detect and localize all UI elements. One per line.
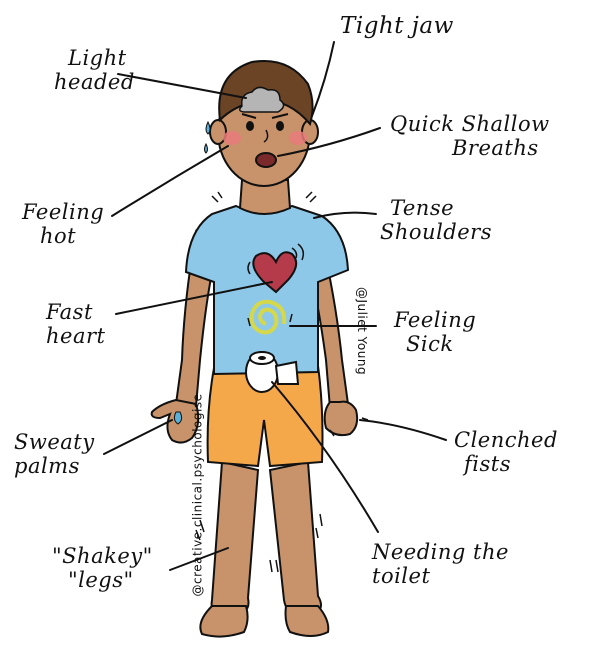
left-foot [200,606,247,637]
pointer-sweaty-palms [104,420,172,454]
pointer-feeling-hot [112,146,228,216]
pointer-clenched-fists [360,420,446,440]
right-hand-fist [325,402,357,435]
label-feeling-hot: Feeling hot [22,200,104,248]
right-foot [286,606,329,636]
label-clenched-fists: Clenched fists [454,428,558,476]
pointer-tight-jaw [312,42,334,116]
label-needing-the-toilet: Needing the toilet [372,540,509,588]
right-leg [270,462,321,612]
label-light-headed: Light headed [54,46,135,94]
label-tight-jaw: Tight jaw [340,14,454,38]
credit-creator: @creative.clinical.psychologise [190,394,204,597]
label-fast-heart: Fast heart [46,300,105,348]
flushed-cheek-right [289,131,307,145]
label-quick-shallow-breaths: Quick Shallow Breaths [390,112,550,160]
sweat-drop-2 [205,144,208,153]
label-sweaty-palms: Sweaty palms [14,430,95,478]
label-feeling-sick: Feeling Sick [394,308,476,356]
label-tense-shoulders: Tense Shoulders [380,196,492,244]
credit-artist: @Juliet Young [355,287,369,375]
left-leg [212,462,258,614]
flushed-cheek-left [223,131,241,145]
open-mouth [256,153,276,167]
sweat-drop-1 [206,122,210,134]
label-shakey-legs: "Shakey" "legs" [52,544,153,592]
sweat-on-palm [174,412,181,424]
